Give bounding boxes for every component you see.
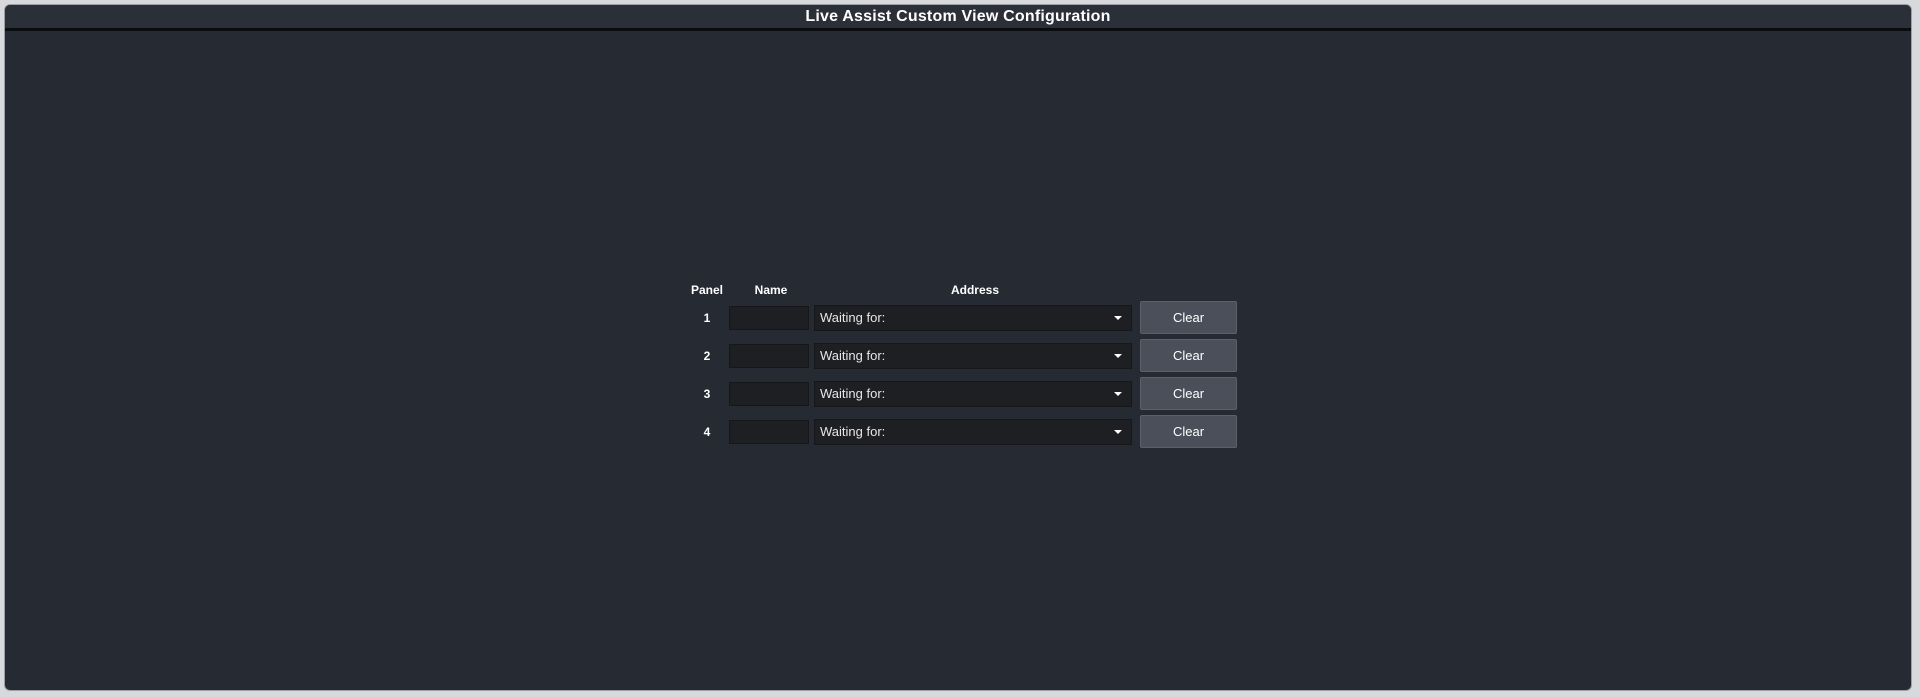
caret-down-icon [1114, 430, 1122, 434]
panel-name-input[interactable] [729, 344, 809, 368]
clear-button[interactable]: Clear [1140, 301, 1237, 334]
address-select-value: Waiting for: [820, 424, 886, 439]
table-row: 4 Waiting for: Clear [685, 415, 1245, 449]
address-select[interactable]: Waiting for: [814, 419, 1132, 445]
column-header-panel: Panel [690, 283, 723, 297]
caret-down-icon [1114, 316, 1122, 320]
caret-down-icon [1114, 392, 1122, 396]
table-row: 1 Waiting for: Clear [685, 301, 1245, 335]
panel-name-input[interactable] [729, 306, 809, 330]
panel-number: 4 [703, 425, 711, 439]
config-window: Live Assist Custom View Configuration Pa… [4, 4, 1912, 691]
address-select-value: Waiting for: [820, 386, 886, 401]
caret-down-icon [1114, 354, 1122, 358]
address-select[interactable]: Waiting for: [814, 381, 1132, 407]
address-select-value: Waiting for: [820, 310, 886, 325]
address-select-value: Waiting for: [820, 348, 886, 363]
window-title: Live Assist Custom View Configuration [805, 7, 1111, 25]
address-select[interactable]: Waiting for: [814, 343, 1132, 369]
column-header-address: Address [950, 283, 1000, 297]
clear-button[interactable]: Clear [1140, 415, 1237, 448]
clear-button[interactable]: Clear [1140, 339, 1237, 372]
panel-number: 2 [703, 349, 711, 363]
address-select[interactable]: Waiting for: [814, 305, 1132, 331]
table-row: 3 Waiting for: Clear [685, 377, 1245, 411]
title-bar: Live Assist Custom View Configuration [5, 5, 1911, 31]
panel-name-input[interactable] [729, 382, 809, 406]
table-row: 2 Waiting for: Clear [685, 339, 1245, 373]
panel-number: 3 [703, 387, 711, 401]
column-header-name: Name [754, 283, 788, 297]
clear-button[interactable]: Clear [1140, 377, 1237, 410]
panel-number: 1 [703, 311, 711, 325]
panel-name-input[interactable] [729, 420, 809, 444]
